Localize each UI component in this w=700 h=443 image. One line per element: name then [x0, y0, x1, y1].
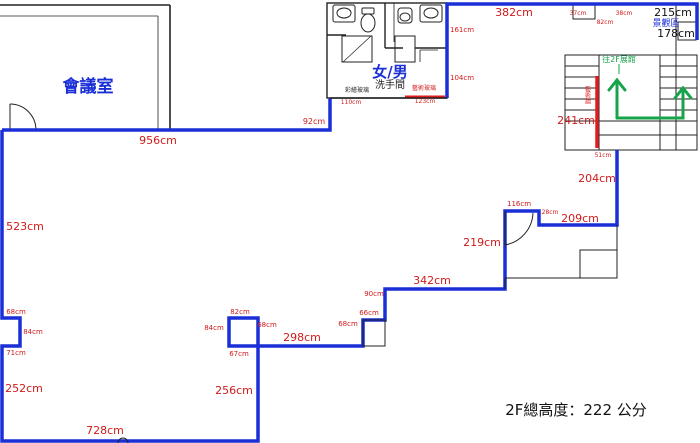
dim-523: 523cm [6, 220, 44, 233]
dim-68-right: 68cm [338, 320, 358, 328]
dim-104: 104cm [450, 74, 474, 82]
dim-37: 37cm [570, 10, 587, 17]
dim-298: 298cm [283, 331, 321, 344]
staircase [564, 5, 698, 151]
dim-82-top: 82cm [597, 19, 614, 26]
dim-67: 67cm [229, 350, 249, 358]
dim-342: 342cm [413, 274, 451, 287]
dim-68-col: 68cm [257, 321, 277, 329]
sink-icon [332, 4, 356, 23]
exhibition-route-arrow [607, 77, 693, 120]
dim-68-left: 68cm [6, 308, 26, 316]
total-height-note: 2F總高度：222 公分 [505, 401, 647, 419]
dim-66: 66cm [359, 309, 379, 317]
dim-38: 38cm [616, 10, 633, 17]
dim-728: 728cm [86, 424, 124, 437]
dim-116: 116cm [507, 200, 531, 208]
urinal-icon [397, 7, 413, 24]
dim-209: 209cm [561, 212, 599, 225]
dim-382: 382cm [495, 6, 533, 19]
dim-219: 219cm [463, 236, 501, 249]
meeting-room-label: 會議室 [62, 76, 114, 97]
dim-82-col: 82cm [230, 308, 250, 316]
restroom-sublabel: 洗手間 [375, 78, 405, 91]
dim-110: 110cm [341, 99, 362, 106]
dim-956: 956cm [139, 134, 177, 147]
dim-90: 90cm [364, 290, 384, 298]
dim-161: 161cm [450, 26, 474, 34]
to-exhibition-label: 往2F展館 [602, 54, 636, 64]
interior-lines [362, 225, 618, 347]
dim-123: 123cm [415, 98, 436, 105]
color-glass-label: 彩繪玻璃 [345, 86, 369, 94]
dim-204: 204cm [578, 172, 616, 185]
scenic-label: 景觀區 [652, 17, 679, 29]
art-glass-label: 藝術玻璃 [412, 84, 436, 92]
dim-241: 241cm [557, 114, 595, 127]
restroom-label: 女/男 [372, 63, 407, 81]
dim-215: 215cm [654, 6, 692, 19]
dim-92: 92cm [303, 117, 326, 126]
toilet-icon [360, 7, 376, 33]
edge-circle-fragment [117, 437, 129, 443]
dim-84-col: 84cm [204, 324, 224, 332]
meeting-door [9, 103, 37, 131]
dim-51: 51cm [595, 152, 612, 159]
hall-door [504, 211, 534, 246]
dim-84-left: 84cm [23, 328, 43, 336]
dim-28: 28cm [542, 209, 559, 216]
dim-256: 256cm [215, 384, 253, 397]
dim-252: 252cm [5, 382, 43, 395]
art-wall-label: 藝術牆 [584, 85, 591, 105]
dim-178: 178cm [657, 27, 695, 40]
meeting-room [0, 4, 171, 130]
sink-icon [419, 4, 443, 23]
dim-71: 71cm [6, 349, 26, 357]
